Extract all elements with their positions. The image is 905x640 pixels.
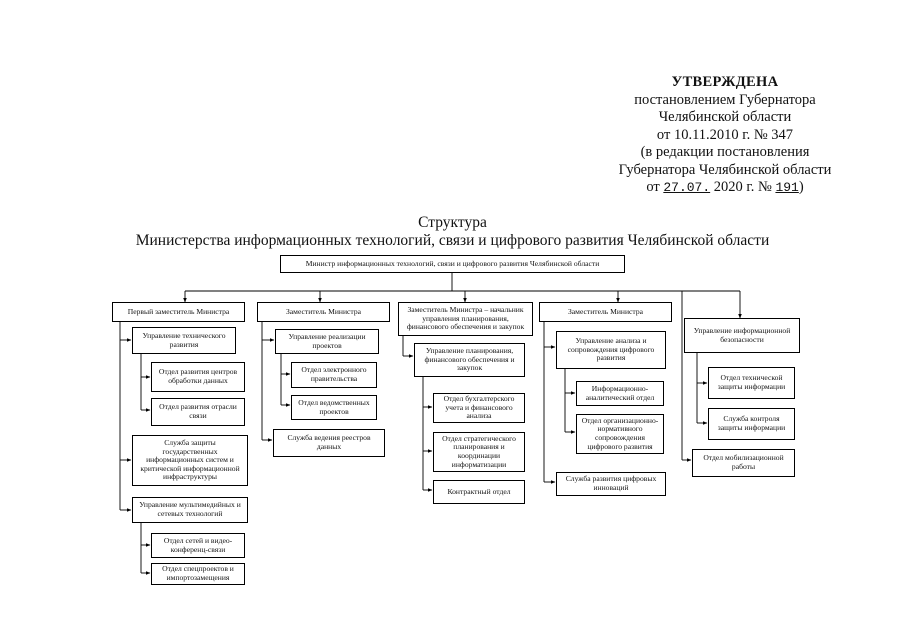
approval-line: от 10.11.2010 г. № 347: [656, 126, 794, 143]
approval-date-suffix: ): [798, 179, 804, 195]
deputy-minister-4-box: Заместитель Министра: [539, 302, 672, 322]
data-centers-division-box: Отдел развития центров обработки данных: [151, 362, 245, 392]
video-conference-division-box: Отдел сетей и видео-конференц-связи: [151, 533, 245, 558]
multimedia-dept-box: Управление мультимедийных и сетевых техн…: [132, 497, 248, 523]
protection-control-service-box: Служба контроля защиты информации: [708, 408, 795, 440]
approval-date-line: от 27.07. 2020 г. № 191): [560, 179, 890, 197]
departmental-projects-division-box: Отдел ведомственных проектов: [291, 395, 377, 420]
approval-stamp: УТВЕРЖДЕНА постановлением Губернатора Че…: [560, 74, 890, 197]
infosec-dept-box: Управление информационной безопасности: [684, 318, 800, 353]
contract-division-box: Контрактный отдел: [433, 480, 525, 504]
approval-date-value: 27.07.: [663, 180, 711, 195]
approval-line: постановлением Губернатора: [634, 91, 816, 108]
structure-title: Структура: [418, 214, 487, 231]
ministry-title: Министерства информационных технологий, …: [135, 232, 770, 249]
minister-box: Министр информационных технологий, связи…: [280, 255, 625, 273]
approval-line: Губернатора Челябинской области: [618, 161, 832, 178]
special-projects-division-box: Отдел спецпроектов и импортозамещения: [151, 563, 245, 585]
strategic-planning-division-box: Отдел стратегического планирования и коо…: [433, 432, 525, 472]
technical-protection-division-box: Отдел технической защиты информации: [708, 367, 795, 399]
normative-support-division-box: Отдел организационно-нормативного сопров…: [576, 414, 664, 454]
security-service-box: Служба защиты государственных информацио…: [132, 435, 248, 486]
approval-heading: УТВЕРЖДЕНА: [671, 74, 779, 90]
analytics-division-box: Информационно-аналитический отдел: [576, 381, 664, 406]
deputy-minister-3-box: Заместитель Министра – начальник управле…: [398, 302, 533, 336]
accounting-division-box: Отдел бухгалтерского учета и финансового…: [433, 393, 525, 423]
approval-number-value: 191: [775, 180, 799, 195]
e-government-division-box: Отдел электронного правительства: [291, 362, 377, 388]
approval-line: Челябинской области: [658, 109, 792, 125]
registries-service-box: Служба ведения реестров данных: [273, 429, 385, 457]
communications-division-box: Отдел развития отрасли связи: [151, 398, 245, 426]
approval-date-prefix: от: [646, 179, 664, 195]
digital-analysis-dept-box: Управление анализа и сопровождения цифро…: [556, 331, 666, 369]
tech-development-dept-box: Управление технического развития: [132, 327, 236, 354]
approval-date-mid: 2020 г. №: [713, 179, 776, 195]
deputy-minister-2-box: Заместитель Министра: [257, 302, 390, 322]
planning-finance-dept-box: Управление планирования, финансового обе…: [414, 343, 525, 377]
digital-innovation-service-box: Служба развития цифровых инноваций: [556, 472, 666, 496]
approval-line: (в редакции постановления: [640, 144, 810, 160]
projects-dept-box: Управление реализации проектов: [275, 329, 379, 354]
first-deputy-box: Первый заместитель Министра: [112, 302, 245, 322]
mobilization-division-box: Отдел мобилизационной работы: [692, 449, 795, 477]
